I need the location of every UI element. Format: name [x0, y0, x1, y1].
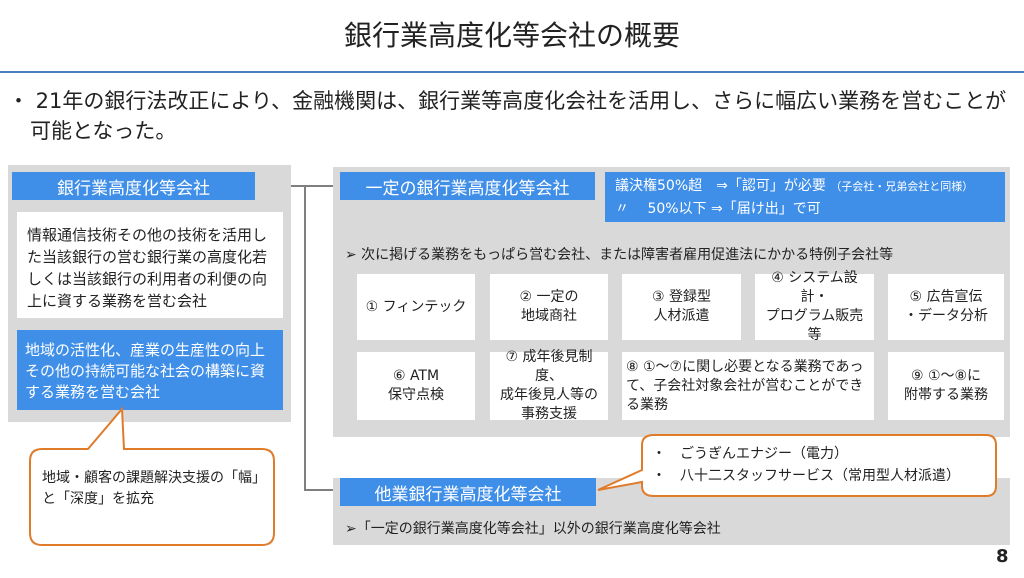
left-description-2: 地域の活性化、産業の生産性の向上その他の持続可能な社会の構築に資する業務を営む会… — [17, 330, 283, 410]
business-item: ④ システム設計・ プログラム販売等 — [755, 270, 874, 343]
examples-list: ・ ごうぎんエナジー（電力） ・ 八十二スタッフサービス（常用型人材派遣） — [652, 443, 960, 487]
business-item: ① フィンテック — [357, 274, 475, 340]
other-bullet: ➢「一定の銀行業高度化等会社」以外の銀行業高度化等会社 — [345, 521, 721, 537]
left-description: 情報通信技術その他の技術を活用した当該銀行の営む銀行業の高度化若しくは当該銀行の… — [17, 212, 283, 318]
business-item: ② 一定の 地域商社 — [490, 274, 608, 340]
left-header: 銀行業高度化等会社 — [12, 172, 255, 200]
other-header: 他業銀行業高度化等会社 — [340, 478, 596, 506]
examples-callout-shape — [597, 434, 997, 497]
connector-line — [255, 185, 340, 187]
lead-text: ・ 21年の銀行法改正により、金融機関は、銀行業等高度化会社を活用し、さらに幅広… — [8, 89, 1007, 143]
business-item: ③ 登録型 人材派遣 — [622, 274, 741, 340]
business-item: ⑤ 広告宣伝 ・データ分析 — [888, 274, 1004, 340]
example-item: ・ ごうぎんエナジー（電力） — [652, 446, 848, 462]
page-number: 8 — [996, 546, 1009, 567]
business-item: ⑥ ATM 保守点検 — [357, 352, 475, 420]
certain-bullet: ➢ 次に掲げる業務をもっぱら営む会社、または障害者雇用促進法にかかる特例子会社等 — [345, 247, 894, 263]
page-title: 銀行業高度化等会社の概要 — [343, 19, 680, 52]
business-item: ⑨ ①～⑧に 附帯する業務 — [888, 352, 1004, 420]
connector-line — [304, 489, 340, 491]
left-callout-text: 地域・顧客の課題解決支援の「幅」と「深度」を拡充 — [42, 470, 266, 507]
certain-header: 一定の銀行業高度化等会社 — [340, 172, 595, 200]
rule-under-50: 〃 50%以下 ⇒「届け出」で可 — [615, 201, 821, 217]
business-item: ⑦ 成年後見制度、 成年後見人等の 事務支援 — [490, 349, 608, 422]
rule-over-50: 議決権50%超 ⇒「認可」が必要 — [615, 178, 826, 194]
rule-note: （子会社・兄弟会社と同様） — [830, 180, 974, 193]
connector-line — [304, 185, 306, 491]
title-divider — [0, 71, 1024, 73]
business-item: ⑧ ①～⑦に関し必要となる業務であって、子会社対象会社が営むことができる業務 — [622, 352, 874, 420]
approval-rules: 議決権50%超 ⇒「認可」が必要 （子会社・兄弟会社と同様） 〃 50%以下 ⇒… — [605, 172, 1005, 222]
example-item: ・ 八十二スタッフサービス（常用型人材派遣） — [652, 468, 960, 484]
left-callout-shape — [29, 406, 275, 546]
